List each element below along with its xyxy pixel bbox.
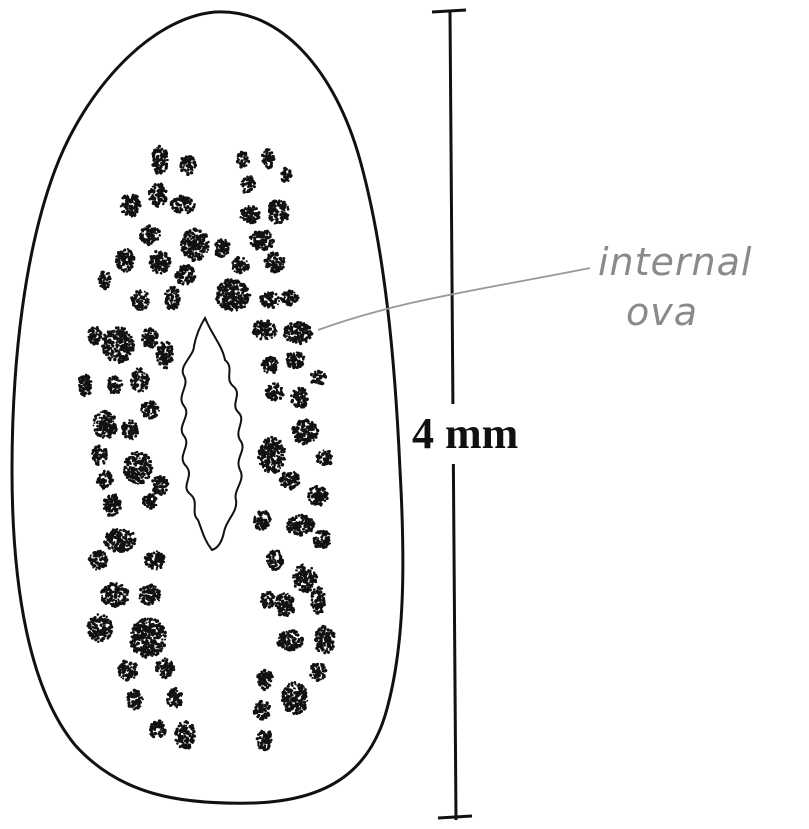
ova-cluster <box>240 175 256 193</box>
ova-cluster <box>164 286 181 311</box>
ova-cluster <box>280 289 300 306</box>
ova-cluster <box>239 205 260 224</box>
ova-cluster <box>120 194 142 218</box>
ova-cluster <box>93 410 118 439</box>
ova-cluster <box>151 475 169 496</box>
ova-cluster <box>129 617 166 658</box>
ova-cluster <box>214 238 230 258</box>
ova-cluster <box>309 663 327 682</box>
ova-cluster <box>236 151 250 169</box>
ova-cluster <box>253 700 271 721</box>
ova-cluster <box>253 510 272 531</box>
ova-cluster <box>141 327 159 349</box>
ova-cluster <box>88 550 109 571</box>
ova-cluster <box>286 514 316 537</box>
ova-cluster <box>144 550 166 570</box>
ova-cluster <box>260 591 275 609</box>
ova-cluster <box>139 224 161 246</box>
ova-cluster <box>151 145 168 175</box>
ova-cluster <box>103 493 122 516</box>
ova-cluster <box>87 613 114 643</box>
annotation-leader-line <box>318 268 590 330</box>
ova-cluster <box>140 400 160 419</box>
body-outline <box>12 12 403 803</box>
ova-cluster <box>180 227 210 262</box>
ova-cluster <box>256 669 274 691</box>
annotation-label-line2: ova <box>626 290 698 334</box>
ova-cluster <box>170 195 196 215</box>
ova-cluster <box>78 374 92 397</box>
pharynx-outline <box>181 318 242 550</box>
ova-cluster <box>310 586 326 615</box>
ova-cluster <box>101 326 135 364</box>
ova-cluster <box>155 341 174 370</box>
ova-cluster <box>100 582 129 608</box>
ova-cluster <box>231 256 250 274</box>
ova-cluster <box>126 689 143 711</box>
ova-cluster <box>265 382 285 401</box>
ova-cluster <box>87 326 102 346</box>
ova-cluster <box>264 251 286 273</box>
ova-cluster <box>313 530 332 549</box>
ova-cluster <box>280 167 292 183</box>
ova-cluster <box>283 321 314 345</box>
ova-cluster <box>142 493 158 510</box>
scale-bar-top-tick <box>432 10 466 12</box>
ova-cluster <box>281 681 308 715</box>
ova-cluster <box>179 155 197 176</box>
ova-cluster <box>310 370 327 386</box>
ova-cluster <box>274 592 295 617</box>
ova-cluster <box>91 445 108 467</box>
ova-cluster <box>268 199 290 224</box>
ova-cluster <box>261 356 279 374</box>
ova-cluster <box>130 367 150 393</box>
ova-cluster <box>130 289 150 311</box>
ova-cluster <box>121 419 139 440</box>
ova-cluster <box>215 278 251 312</box>
ova-clusters <box>78 145 336 752</box>
ova-cluster <box>259 291 280 309</box>
ova-cluster <box>107 375 123 394</box>
ova-cluster <box>276 629 304 651</box>
ova-cluster <box>279 471 301 491</box>
scale-bar-bottom-tick <box>438 816 472 818</box>
scale-bar-label: 4 mm <box>408 404 522 464</box>
ova-cluster <box>155 657 175 679</box>
ova-cluster <box>103 528 137 553</box>
ova-cluster <box>115 248 135 273</box>
ova-cluster <box>149 719 167 738</box>
ova-cluster <box>149 250 172 275</box>
ova-cluster <box>123 451 153 485</box>
ova-cluster <box>98 271 112 291</box>
ova-cluster <box>256 730 273 752</box>
ova-cluster <box>174 720 196 749</box>
ova-cluster <box>266 550 284 571</box>
ova-cluster <box>139 584 162 606</box>
ova-cluster <box>290 387 309 409</box>
ova-cluster <box>261 148 275 170</box>
ova-cluster <box>117 660 138 682</box>
ova-cluster <box>174 264 196 285</box>
ova-cluster <box>96 470 114 490</box>
ova-cluster <box>249 230 275 251</box>
ova-cluster <box>148 182 168 207</box>
ova-cluster <box>252 319 278 340</box>
ova-cluster <box>316 449 334 466</box>
ova-cluster <box>257 436 286 474</box>
ova-cluster <box>291 418 319 445</box>
ova-cluster <box>307 485 329 507</box>
ova-cluster <box>166 687 183 709</box>
ova-cluster <box>314 625 335 654</box>
ova-cluster <box>286 351 306 369</box>
annotation-label-line1: internal <box>598 240 752 284</box>
